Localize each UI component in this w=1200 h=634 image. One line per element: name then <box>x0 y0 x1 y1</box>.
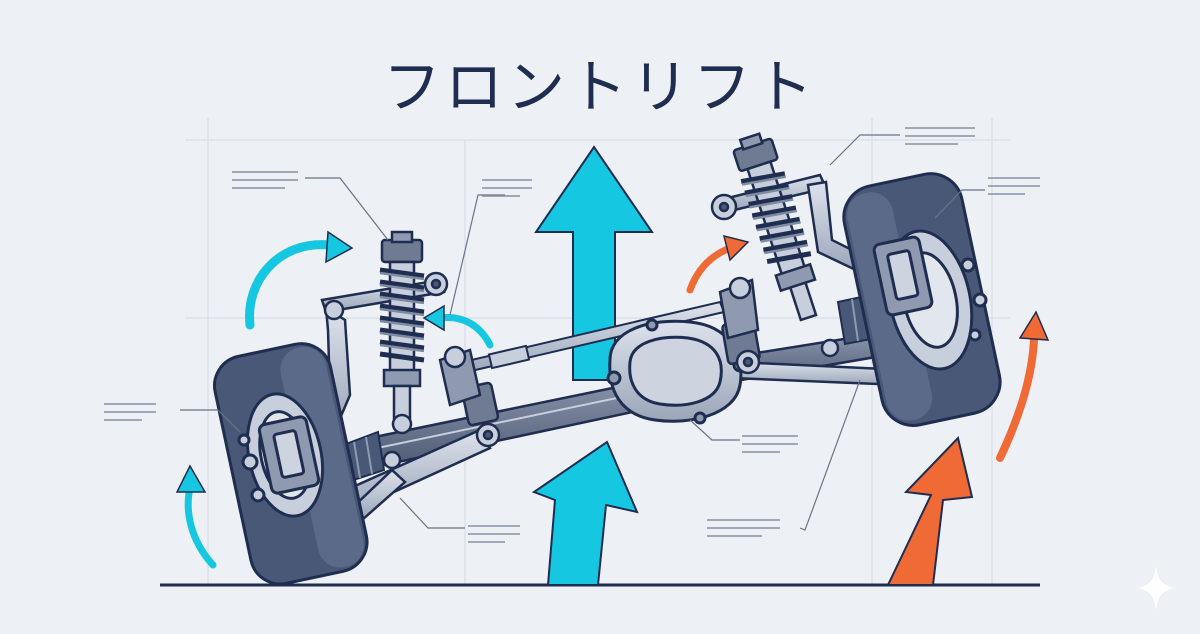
rotation-arrow-left-top <box>250 245 330 325</box>
rotation-arrow-left-bottom-head <box>177 466 205 492</box>
rotation-arrow-right-top <box>690 248 730 290</box>
rotation-arrow-right-top-head <box>724 236 748 260</box>
rotation-arrow-right-bottom <box>1000 340 1034 458</box>
rotation-arrow-left-top-head <box>326 232 352 262</box>
rotation-arrow-mid-head <box>424 306 444 330</box>
lift-arrow-right-bottom <box>888 438 972 585</box>
lift-arrow-center-bottom <box>534 442 637 585</box>
rotation-arrow-right-bottom-head <box>1020 312 1048 340</box>
rotation-arrow-left-bottom <box>188 488 213 565</box>
sparkle-icon <box>1138 566 1174 610</box>
wheel-right <box>838 168 1006 432</box>
coilover-left <box>380 232 424 433</box>
